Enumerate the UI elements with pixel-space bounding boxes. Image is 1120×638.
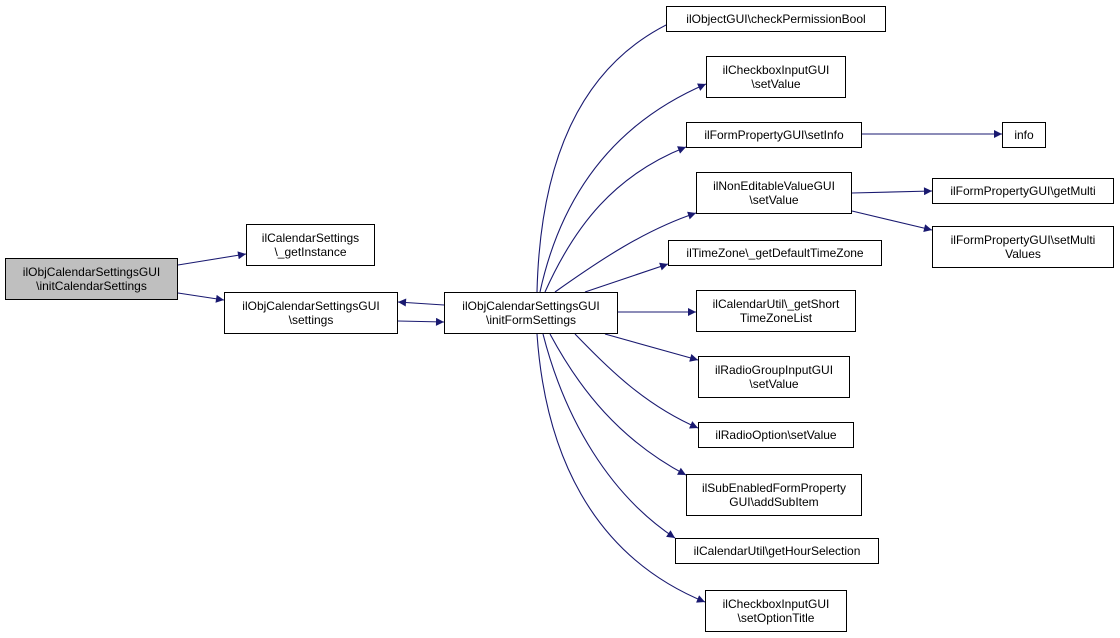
node-noneditable-setvalue[interactable]: ilNonEditableValueGUI\setValue — [696, 172, 852, 214]
edge-root-settings — [177, 292, 225, 303]
node-radiogroup-setvalue[interactable]: ilRadioGroupInputGUI\setValue — [698, 356, 850, 398]
node-hourselection[interactable]: ilCalendarUtil\getHourSelection — [675, 538, 879, 564]
node-info[interactable]: info — [1002, 122, 1046, 148]
edge-nev-getmulti — [851, 187, 933, 196]
edge-initform-addsub — [549, 333, 687, 476]
node-defaulttimezone[interactable]: ilTimeZone\_getDefaultTimeZone — [668, 240, 882, 266]
edge-initform-opttitle — [536, 333, 706, 603]
node-getmulti[interactable]: ilFormPropertyGUI\getMulti — [932, 178, 1114, 204]
edge-initform-tz — [584, 262, 669, 293]
edge-initform-nevsetvalue — [554, 211, 697, 293]
edge-nev-setmulti — [851, 210, 933, 233]
edge-initform-hoursel — [542, 333, 676, 539]
edge-root-getinstance — [177, 251, 247, 266]
node-setinfo[interactable]: ilFormPropertyGUI\setInfo — [686, 122, 862, 148]
node-checkbox-setvalue[interactable]: ilCheckboxInputGUI\setValue — [706, 56, 846, 98]
node-root[interactable]: ilObjCalendarSettingsGUI\initCalendarSet… — [5, 258, 178, 300]
edge-initform-setinfo — [544, 146, 687, 293]
node-checkpermissionbool[interactable]: ilObjectGUI\checkPermissionBool — [666, 6, 886, 32]
node-getinstance[interactable]: ilCalendarSettings\_getInstance — [246, 224, 375, 266]
edge-initform-rgsetvalue — [604, 333, 699, 362]
node-radiooption-setvalue[interactable]: ilRadioOption\setValue — [698, 422, 854, 448]
edge-initform-checkperm — [536, 15, 687, 293]
node-initformsettings[interactable]: ilObjCalendarSettingsGUI\initFormSetting… — [444, 292, 618, 334]
node-settings[interactable]: ilObjCalendarSettingsGUI\settings — [224, 292, 398, 334]
node-setoptiontitle[interactable]: ilCheckboxInputGUI\setOptionTitle — [705, 590, 847, 632]
edge-initform-rosetvalue — [574, 333, 699, 429]
edge-initform-settings — [397, 298, 445, 307]
edge-initform-cbsetvalue — [539, 83, 707, 293]
edge-settings-initform — [397, 317, 445, 326]
